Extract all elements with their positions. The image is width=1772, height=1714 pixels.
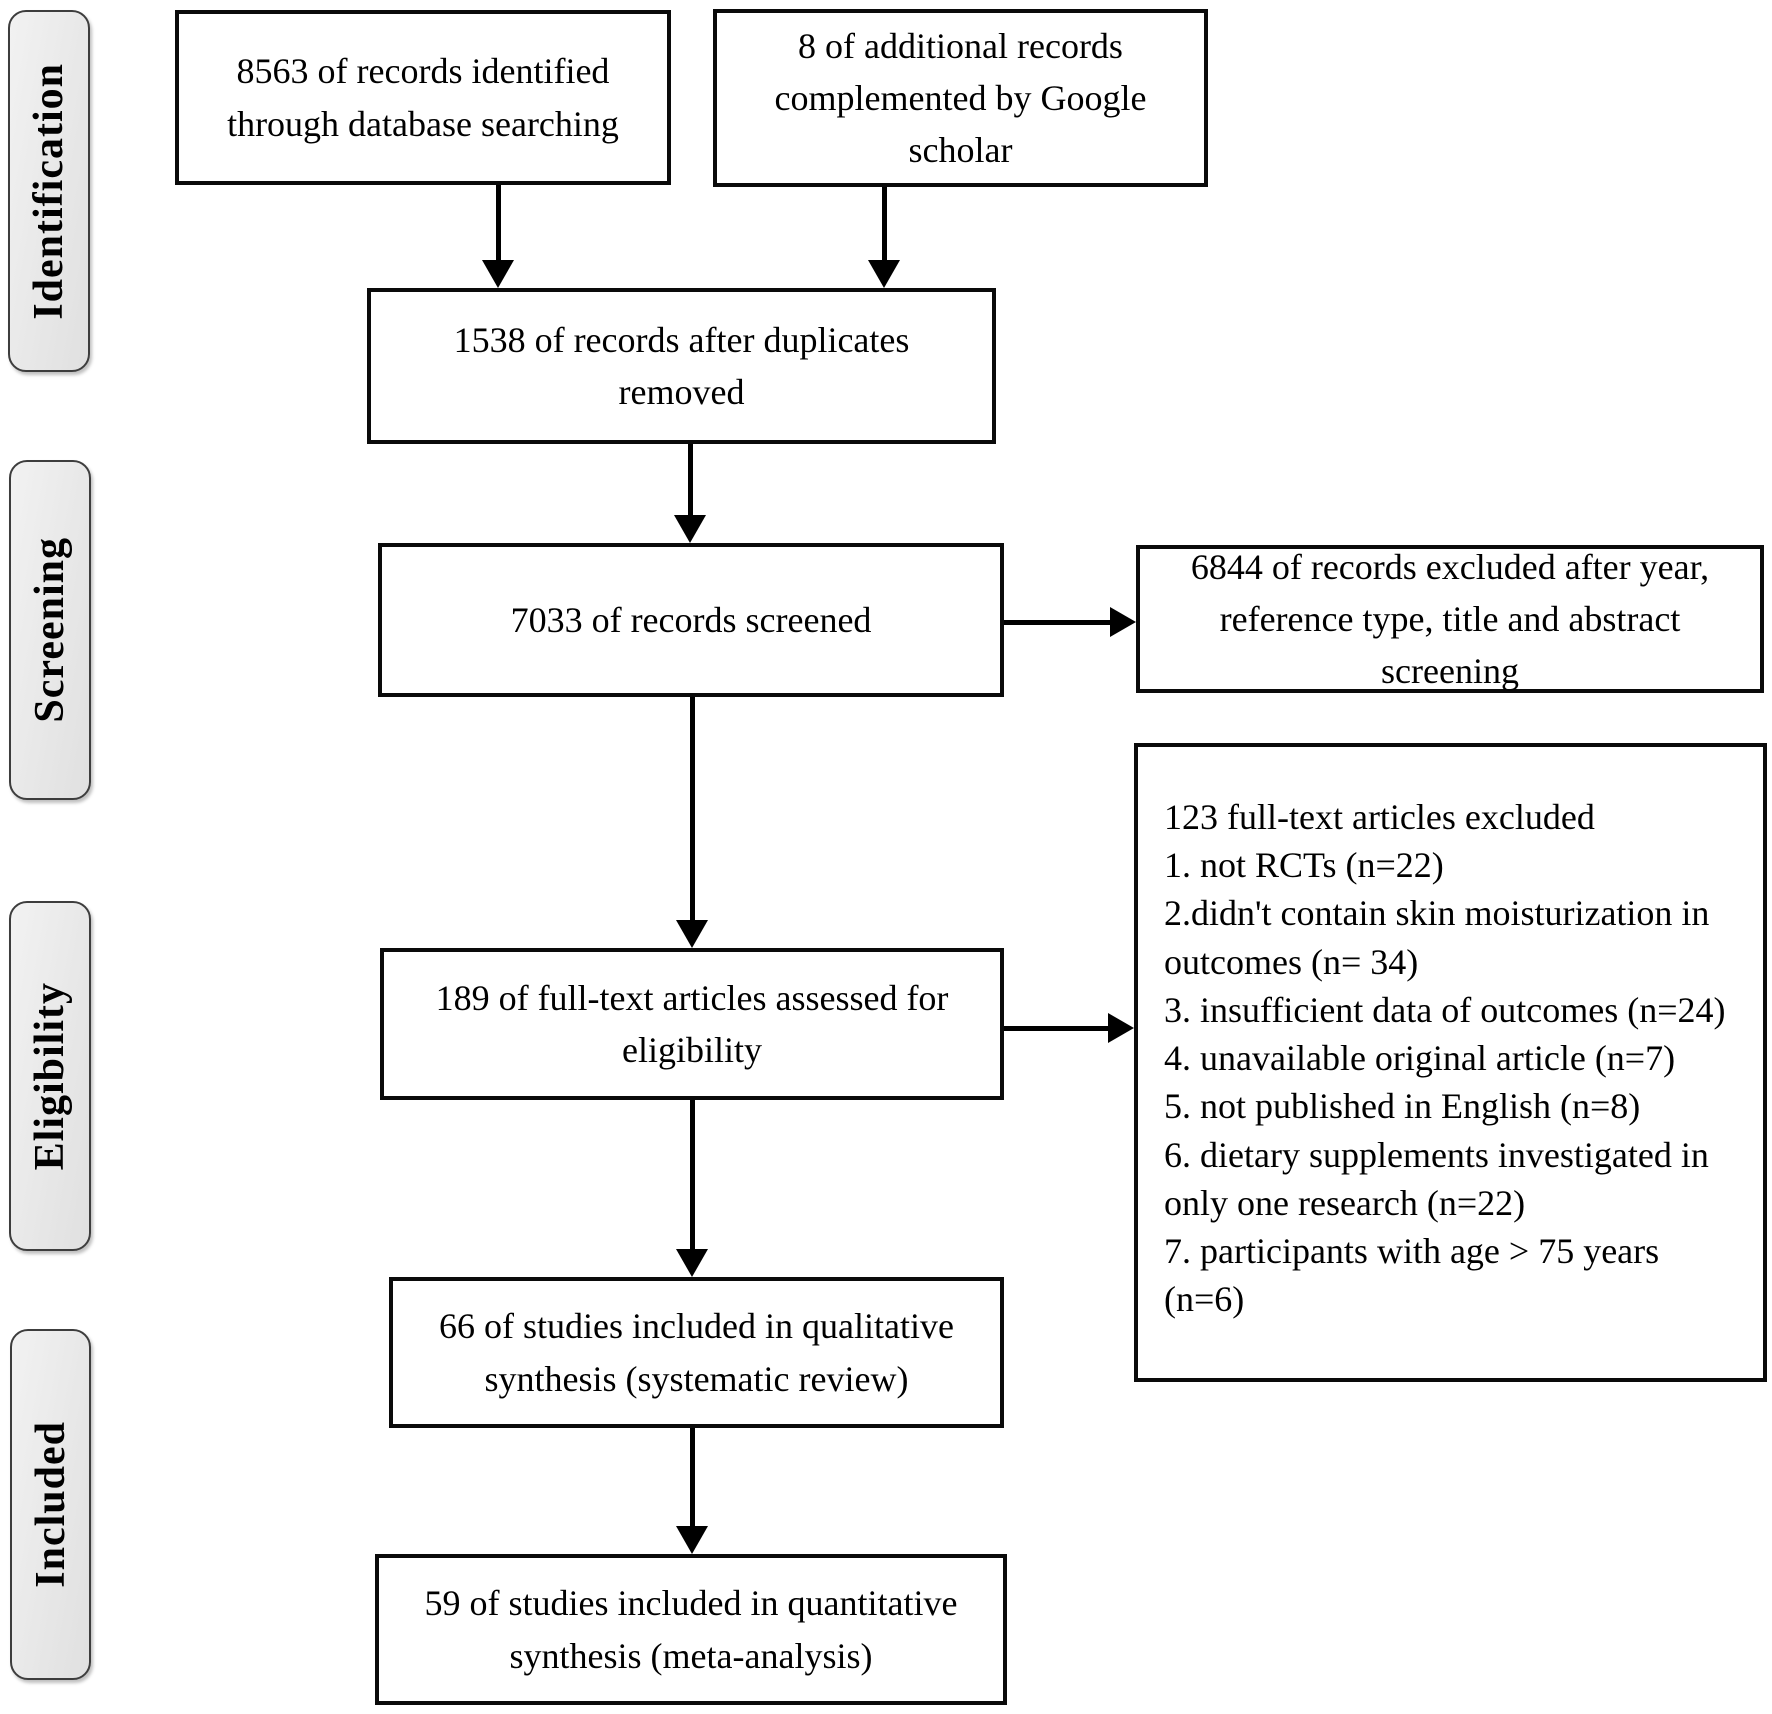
exclusion-reason: 2.didn't contain skin moisturization in … bbox=[1164, 893, 1710, 982]
arrow-line bbox=[1004, 619, 1110, 625]
stage-screening-label: Screening bbox=[27, 537, 73, 723]
exclusion-reason: 7. participants with age > 75 years (n=6… bbox=[1164, 1231, 1660, 1320]
stage-included: Included bbox=[10, 1329, 91, 1680]
stage-identification: Identification bbox=[8, 10, 90, 372]
box-fulltext-excluded: 123 full-text articles excluded 1. not R… bbox=[1134, 743, 1767, 1382]
arrow-line bbox=[687, 444, 693, 515]
box-additional-records-text: 8 of additional records complemented by … bbox=[774, 25, 1147, 171]
exclusion-reason: 4. unavailable original article (n=7) bbox=[1164, 1038, 1676, 1079]
box-additional-records: 8 of additional records complemented by … bbox=[713, 9, 1208, 187]
box-fulltext-assessed: 189 of full-text articles assessed for e… bbox=[380, 948, 1004, 1100]
arrow-line bbox=[495, 185, 501, 260]
box-records-identified: 8563 of records identified through datab… bbox=[175, 10, 671, 185]
arrow-head-down-icon bbox=[676, 920, 708, 948]
box-duplicates-removed: 1538 of records after duplicates removed bbox=[367, 288, 996, 444]
arrow-identified-to-dedup bbox=[482, 185, 514, 288]
box-qualitative-synthesis-text: 66 of studies included in qualitative sy… bbox=[439, 1306, 954, 1399]
arrow-line bbox=[1004, 1025, 1108, 1031]
exclusion-reason: 3. insufficient data of outcomes (n=24) bbox=[1164, 989, 1726, 1030]
arrow-head-down-icon bbox=[676, 1526, 708, 1554]
box-duplicates-removed-text: 1538 of records after duplicates removed bbox=[453, 319, 910, 412]
arrow-screened-to-fulltext bbox=[676, 697, 708, 948]
arrow-line bbox=[689, 1100, 695, 1249]
arrow-head-down-icon bbox=[676, 1249, 708, 1277]
arrow-line bbox=[689, 697, 695, 920]
arrow-fulltext-to-excluded bbox=[1004, 1013, 1134, 1043]
box-fulltext-assessed-text: 189 of full-text articles assessed for e… bbox=[435, 977, 949, 1070]
box-records-identified-text: 8563 of records identified through datab… bbox=[227, 51, 619, 144]
exclusion-reason: 6. dietary supplements investigated in o… bbox=[1164, 1134, 1709, 1223]
exclusion-reason: 5. not published in English (n=8) bbox=[1164, 1086, 1641, 1127]
box-records-excluded-screening-text: 6844 of records excluded after year, ref… bbox=[1190, 546, 1710, 692]
box-quantitative-synthesis: 59 of studies included in quantitative s… bbox=[375, 1554, 1007, 1705]
arrow-additional-to-dedup bbox=[868, 187, 900, 288]
stage-included-label: Included bbox=[27, 1421, 74, 1588]
arrow-head-down-icon bbox=[868, 260, 900, 288]
box-records-screened-text: 7033 of records screened bbox=[510, 599, 872, 640]
exclusion-reason: 1. not RCTs (n=22) bbox=[1164, 845, 1444, 886]
arrow-head-down-icon bbox=[674, 515, 706, 543]
arrow-head-down-icon bbox=[482, 260, 514, 288]
stage-eligibility: Eligibility bbox=[9, 901, 91, 1251]
arrow-line bbox=[689, 1428, 695, 1526]
arrow-qualitative-to-quantitative bbox=[676, 1428, 708, 1554]
fulltext-excluded-title: 123 full-text articles excluded bbox=[1164, 797, 1595, 837]
box-quantitative-synthesis-text: 59 of studies included in quantitative s… bbox=[424, 1583, 958, 1676]
stage-eligibility-label: Eligibility bbox=[27, 981, 73, 1171]
box-records-screened: 7033 of records screened bbox=[378, 543, 1004, 697]
stage-screening: Screening bbox=[9, 460, 91, 800]
arrow-fulltext-to-qualitative bbox=[676, 1100, 708, 1277]
arrow-line bbox=[881, 187, 887, 260]
arrow-screened-to-excluded bbox=[1004, 607, 1136, 637]
stage-identification-label: Identification bbox=[26, 62, 72, 320]
box-records-excluded-screening: 6844 of records excluded after year, ref… bbox=[1136, 545, 1764, 693]
arrow-head-right-icon bbox=[1108, 1013, 1134, 1043]
arrow-head-right-icon bbox=[1110, 607, 1136, 637]
arrow-dedup-to-screened bbox=[674, 444, 706, 543]
box-qualitative-synthesis: 66 of studies included in qualitative sy… bbox=[389, 1277, 1004, 1428]
